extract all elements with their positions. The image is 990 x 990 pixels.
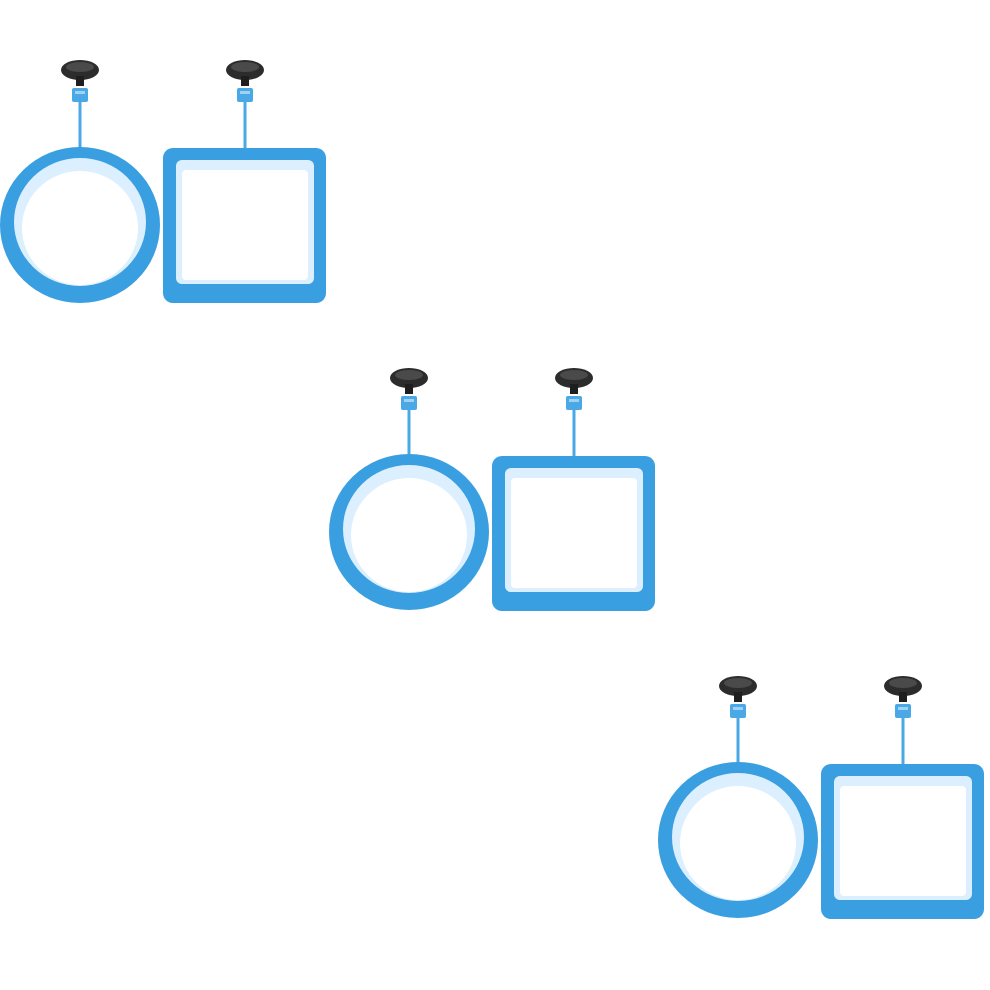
square-feeding-ring xyxy=(492,366,655,611)
round-feeding-ring xyxy=(0,58,160,303)
round-feeding-ring xyxy=(658,674,818,918)
product-set-3 xyxy=(658,674,984,919)
round-feeding-ring xyxy=(329,366,489,610)
product-set-1 xyxy=(0,58,326,303)
product-set-2 xyxy=(329,366,655,611)
square-feeding-ring xyxy=(821,674,984,919)
square-feeding-ring xyxy=(163,58,326,303)
